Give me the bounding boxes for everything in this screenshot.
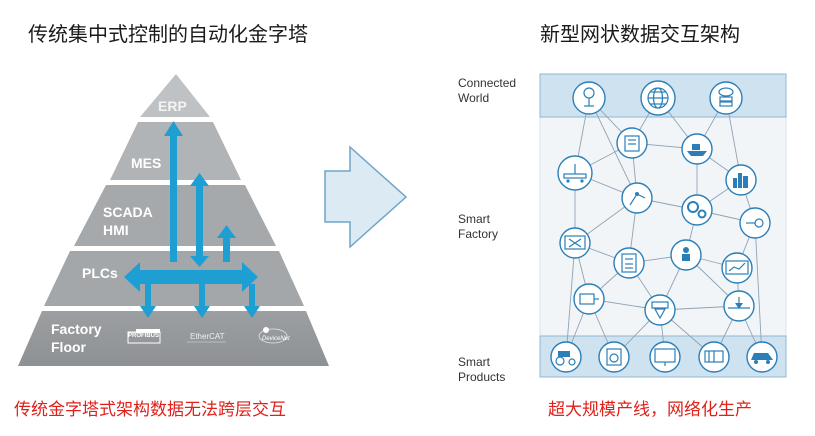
cloud-server-icon [709, 81, 743, 115]
layer-label-floor: Factory Floor [51, 321, 102, 355]
factory-building-icon [616, 127, 648, 159]
layer-erp [140, 74, 210, 117]
data-arrows [124, 121, 260, 318]
label-connected-world: Connected World [458, 76, 517, 105]
label-smart-products: Smart Products [458, 355, 506, 384]
node-glyphs [555, 87, 773, 366]
profibus-logo-text: PROFIBUS [128, 333, 160, 339]
label-smart-factory: Smart Factory [458, 212, 499, 241]
profibus-logo [127, 329, 161, 344]
motor-icon [573, 283, 605, 315]
layer-label-scada: SCADA HMI [103, 204, 153, 238]
devicenet-logo-text: DeviceNet [262, 336, 290, 342]
layer-floor [18, 311, 329, 366]
left-title: 传统集中式控制的自动化金字塔 [28, 22, 308, 46]
right-title: 新型网状数据交互架构 [540, 22, 740, 46]
robot-arm-icon [621, 182, 653, 214]
washing-machine-icon [598, 341, 630, 373]
left-caption: 传统金字塔式架构数据无法跨层交互 [14, 400, 286, 420]
calculator-icon [613, 247, 645, 279]
ethercat-logo-text: EtherCAT [190, 332, 225, 341]
layer-label-plcs: PLCs [82, 265, 118, 281]
filter-icon [644, 294, 676, 326]
transition-arrow [324, 145, 408, 249]
layer-label-erp: ERP [158, 98, 187, 114]
layer-label-mes: MES [131, 155, 162, 171]
devicenet-logo [258, 327, 288, 344]
right-caption: 超大规模产线，网络化生产 [548, 400, 752, 420]
